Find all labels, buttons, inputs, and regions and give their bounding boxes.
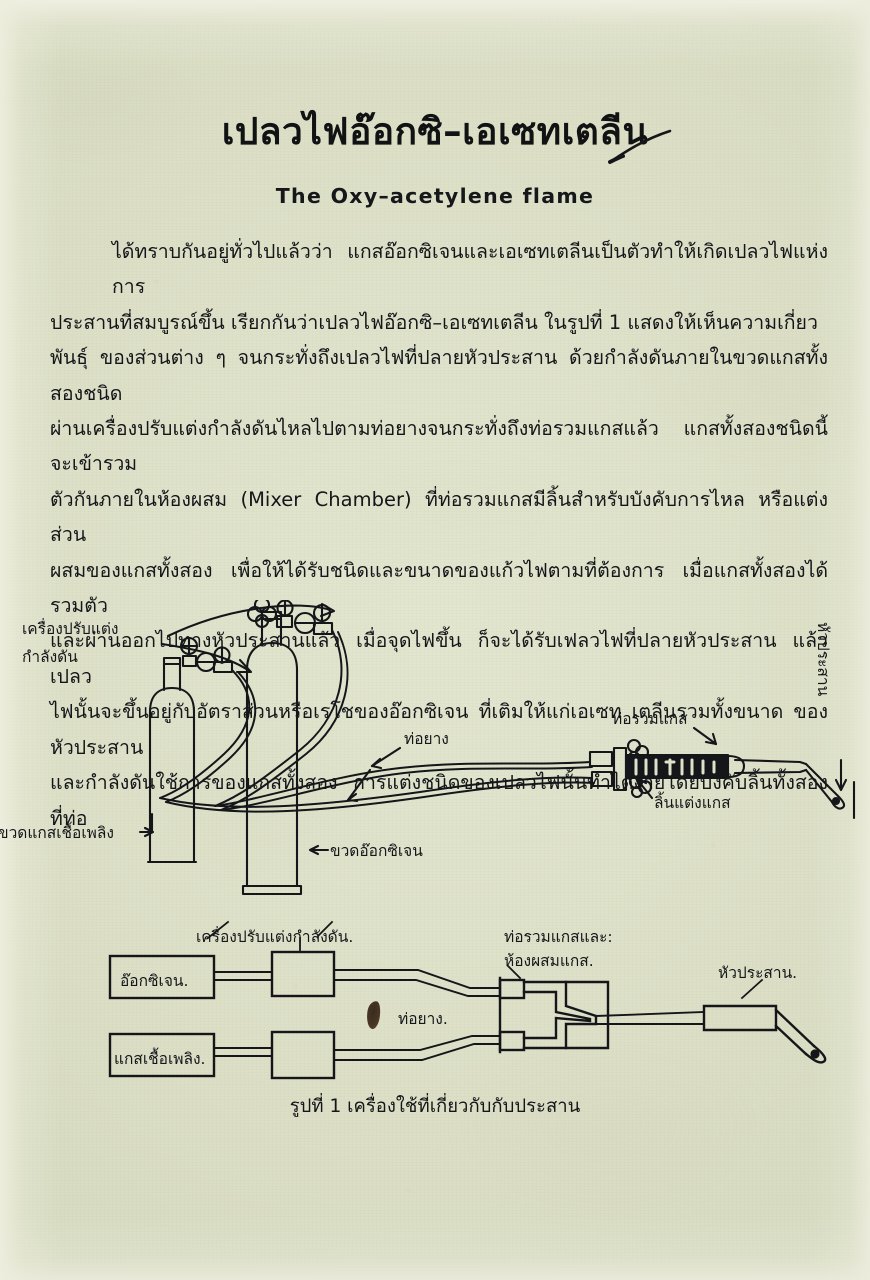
upper-rubber-hose (333, 969, 501, 997)
body-line: ประสานที่สมบูรณ์ขึ้น เรียกกันว่าเปลวไฟอ๊… (50, 310, 818, 334)
top-pictorial-diagram: เครื่องปรับแต่ง กำลังดัน ขวดแกสเชื้อเพลิ… (0, 600, 856, 896)
bottom-schematic-diagram: เครื่องปรับแต่งกำลังดัน. อ๊อกซิเจน. แกสเ… (108, 920, 827, 1080)
oxygen-regulator-box (270, 950, 336, 998)
label-leader-lines (346, 726, 856, 820)
label-rubber-hose-bottom: ท่อยาง. (398, 1010, 448, 1028)
mixer-label-leader (506, 964, 522, 980)
oxygen-cylinder-leader (308, 844, 330, 856)
rubber-hose-pair (159, 629, 595, 813)
mixer-block (498, 976, 610, 1054)
upper-pipe-source-to-regulator (213, 971, 273, 981)
fuel-source-box (108, 1032, 216, 1078)
label-oxygen-box: อ๊อกซิเจน. (120, 972, 188, 990)
body-line: และผ่านออกไปทางหัวประสานแล้ว เมื่อจุดไฟข… (50, 629, 828, 688)
label-mixer-tube: ท่อรวมแกส (612, 710, 688, 728)
torch-head-block (702, 1004, 827, 1064)
label-mixer-line1: ท่อรวมแกสและ: (504, 928, 613, 946)
fuel-regulator-assembly (179, 636, 234, 674)
label-rubber-hose: ท่อยาง (404, 730, 449, 748)
body-line: ผ่านเครื่องปรับแต่งกำลังดันไหลไปตามท่อยา… (50, 417, 828, 476)
oxygen-source-box (108, 954, 216, 1000)
body-line: ได้ทราบกันอยู่ทั่วไปแล้วว่า แกสอ๊อกซิเจน… (112, 240, 828, 299)
label-fuel-cylinder: ขวดแกสเชื้อเพลิง (0, 821, 114, 842)
label-regulator-line2: กำลังดัน (22, 648, 78, 666)
welding-torch-assembly (588, 738, 846, 810)
body-line: ไฟนั้นจะขึ้นอยู่กับอัตราส่วนหรือเรโชของอ… (50, 700, 828, 759)
label-oxygen-cylinder: ขวดอ๊อกซิเจน (330, 842, 423, 860)
label-regulator-bottom: เครื่องปรับแต่งกำลังดัน. (196, 926, 353, 946)
figure-caption: รูปที่ 1 เครื่องใช้ที่เกี่ยวกับกับประสาน (289, 1096, 581, 1117)
lower-rubber-hose (333, 1035, 501, 1061)
oxygen-cylinder-shape (241, 610, 303, 896)
page-title-thai: เปลวไฟอ๊อกซิ–เอเซทเตลีน (221, 110, 649, 153)
figure-1-illustration: เครื่องปรับแต่ง กำลังดัน ขวดแกสเชื้อเพลิ… (0, 600, 870, 1160)
label-torch-head-bottom: หัวประสาน. (718, 964, 797, 982)
label-regulator-line1: เครื่องปรับแต่ง (22, 618, 119, 638)
fuel-cylinder-shape (146, 656, 198, 864)
regulator-label-leaders (206, 920, 334, 951)
body-paragraph: ได้ทราบกันอยู่ทั่วไปแล้วว่า แกสอ๊อกซิเจน… (50, 234, 828, 836)
label-torch-head-vertical: หัวประสาน (814, 622, 832, 697)
fuel-cylinder-leader (138, 812, 155, 838)
label-fuel-box: แกสเชื้อเพลิง. (114, 1047, 205, 1068)
label-gas-valve: ลิ้นแต่งแกส (654, 791, 731, 812)
label-mixer-line2: ห้องผสมแกส. (504, 952, 594, 970)
torch-label-leader (740, 978, 764, 1000)
body-line: ผสมของแกสทั้งสอง เพื่อให้ได้รับชนิดและขน… (50, 558, 828, 618)
lower-pipe-source-to-regulator (213, 1047, 273, 1057)
page-subtitle-english: The Oxy–acetylene flame (275, 184, 595, 208)
fuel-regulator-box (270, 1030, 336, 1080)
body-line: พันธุ์ ของส่วนต่าง ๆ จนกระทั่งถึงเปลวไฟท… (50, 346, 828, 405)
body-line: ตัวกันภายในห้องผสม (Mixer Chamber) ที่ท่… (50, 487, 828, 547)
regulator-pointer-arrows (160, 602, 336, 674)
torch-stem (595, 1011, 705, 1025)
